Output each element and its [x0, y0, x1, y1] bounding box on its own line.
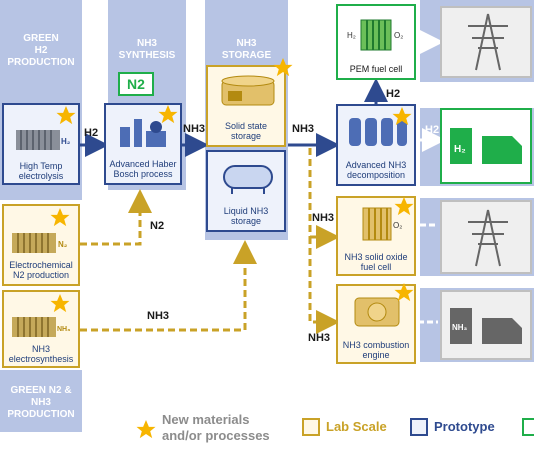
h2-fuel-station-icon: H₂	[450, 128, 522, 164]
box-high-temp-electrolysis: H₂ High Temp electrolysis	[2, 103, 80, 185]
legend-lab-swatch	[302, 418, 320, 436]
label-decomposition: Advanced NH3 decomposition	[345, 160, 407, 180]
svg-text:H₂: H₂	[347, 31, 356, 40]
label-electrochemical-n2: Electrochemical N2 production	[9, 260, 73, 280]
star-icon	[158, 105, 178, 124]
reactor-icon	[349, 118, 407, 146]
badge-n2-text: N2	[127, 76, 145, 92]
box-pem-fuel-cell: H₂ O₂ PEM fuel cell	[336, 4, 416, 80]
svg-text:O₂: O₂	[394, 31, 403, 40]
flow-label-h2-right: H2	[425, 124, 440, 136]
box-solid-state-storage: Solid state storage	[206, 65, 286, 147]
box-liquid-storage: Liquid NH3 storage	[206, 150, 286, 232]
flow-label-nh3-synthesis: NH3	[183, 123, 206, 135]
legend-lab-text: Lab Scale	[326, 419, 387, 434]
star-icon	[394, 283, 414, 302]
app-power-grid-1	[440, 6, 532, 78]
svg-text:H₂: H₂	[61, 137, 71, 146]
box-electrochemical-n2: N₂ Electrochemical N2 production	[2, 204, 80, 286]
electrolyser-icon: N₂	[12, 233, 68, 253]
app-vehicle-nh3: NH₃	[440, 290, 532, 360]
badge-n2: N2	[118, 72, 154, 96]
legend-star-icon	[136, 420, 156, 439]
svg-text:N₂: N₂	[58, 240, 68, 249]
column-title-synthesis: NH3 SYNTHESIS	[118, 38, 176, 61]
svg-text:H₂: H₂	[454, 144, 466, 155]
label-haber-bosch: Advanced Haber Bosch process	[109, 159, 177, 179]
legend-proto-swatch	[410, 418, 428, 436]
flow-label-nh3-engine: NH3	[308, 332, 331, 344]
column-title-green-n2: GREEN N2 & NH3 PRODUCTION	[7, 385, 75, 420]
nh3-fuel-station-icon: NH₃	[450, 308, 522, 344]
flow-label-h2: H2	[84, 127, 99, 139]
engine-icon	[354, 297, 400, 327]
column-title-green-h2: GREEN H2 PRODUCTION	[7, 33, 75, 68]
legend-proto-text: Prototype	[434, 419, 495, 434]
factory-icon	[120, 119, 166, 147]
star-icon	[50, 294, 70, 313]
column-green-n2	[0, 370, 82, 432]
svg-text:NH₃: NH₃	[452, 323, 468, 332]
flow-label-h2-up: H2	[386, 88, 401, 100]
label-sofc: NH3 solid oxide fuel cell	[344, 252, 408, 272]
electrolyser-icon: H₂	[16, 130, 71, 150]
star-icon	[56, 106, 76, 125]
svg-text:NH₃: NH₃	[57, 326, 70, 333]
label-pem: PEM fuel cell	[349, 64, 403, 74]
storage-tank-icon	[221, 75, 275, 106]
arrow-nh3-bottom-to-storage	[80, 240, 257, 332]
label-high-temp-electrolysis: High Temp electrolysis	[18, 161, 64, 181]
fuel-cell-icon: H₂ O₂	[347, 19, 403, 51]
box-electrosynthesis: NH₃ NH3 electrosynthesis	[2, 290, 80, 368]
svg-text:O₂: O₂	[393, 221, 402, 230]
legend-application-swatch	[522, 418, 534, 436]
box-decomposition: Advanced NH3 decomposition	[336, 104, 416, 186]
flow-label-nh3-storage: NH3	[292, 123, 315, 135]
label-engine: NH3 combustion engine	[342, 340, 410, 360]
app-vehicle-h2: H₂	[440, 108, 532, 184]
star-icon	[50, 208, 70, 227]
flow-label-nh3-bottom: NH3	[147, 310, 170, 322]
electrolyser-icon: NH₃	[12, 317, 70, 337]
app-power-grid-2	[440, 200, 532, 274]
label-electrosynthesis: NH3 electrosynthesis	[8, 344, 74, 364]
star-icon	[394, 197, 414, 216]
sofc-icon: O₂	[362, 207, 402, 241]
flow-label-nh3-sofc: NH3	[312, 212, 335, 224]
star-icon	[273, 58, 293, 77]
arrow-nh3-to-engine	[308, 237, 340, 334]
transmission-tower-icon	[468, 13, 508, 71]
arrow-n2-to-haber	[80, 189, 152, 246]
label-solid-state: Solid state storage	[224, 121, 268, 141]
label-liquid-storage: Liquid NH3 storage	[223, 206, 269, 226]
liquid-tank-icon	[223, 165, 273, 194]
legend-star-text: New materials and/or processes	[162, 412, 270, 443]
column-title-storage: NH3 STORAGE	[221, 38, 272, 61]
transmission-tower-icon	[468, 209, 508, 267]
flow-label-n2: N2	[150, 220, 165, 232]
star-icon	[392, 107, 412, 126]
